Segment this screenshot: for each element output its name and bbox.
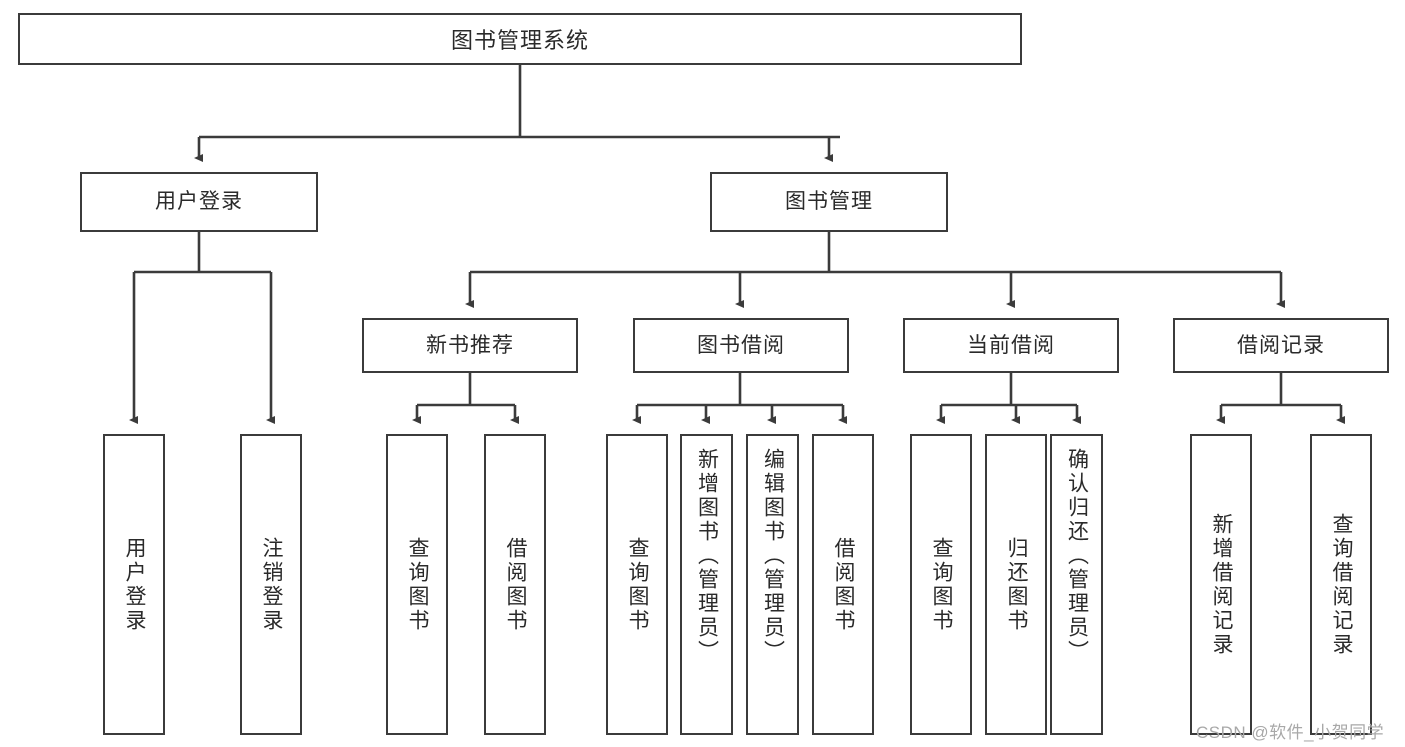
node-leaf-user-login-label: 用户登录: [123, 536, 147, 633]
node-borrow-record[interactable]: 借阅记录: [1173, 318, 1389, 373]
node-book-borrow-label: 图书借阅: [697, 333, 785, 357]
node-leaf-borrow-book[interactable]: 借阅图书: [812, 434, 874, 735]
node-leaf-user-login[interactable]: 用户登录: [103, 434, 165, 735]
node-leaf-confirm-return-admin[interactable]: 确认归还（管理员）: [1050, 434, 1103, 735]
node-leaf-add-book-admin-label: 新增图书（管理员）: [695, 448, 719, 664]
csdn-watermark: CSDN @软件_小贺同学: [1196, 723, 1385, 742]
node-root-system[interactable]: 图书管理系统: [18, 13, 1022, 65]
node-leaf-edit-book-admin-label: 编辑图书（管理员）: [761, 448, 785, 664]
node-leaf-borrow-book-label: 借阅图书: [832, 536, 856, 633]
node-leaf-return-book-label: 归还图书: [1005, 536, 1029, 633]
node-leaf-query-book-current-label: 查询图书: [930, 536, 954, 633]
node-book-borrow[interactable]: 图书借阅: [633, 318, 849, 373]
node-root-label: 图书管理系统: [450, 28, 589, 53]
node-leaf-return-book[interactable]: 归还图书: [985, 434, 1047, 735]
node-leaf-query-book-recommend-label: 查询图书: [406, 536, 430, 633]
node-borrow-record-label: 借阅记录: [1237, 333, 1325, 357]
node-leaf-borrow-book-recommend[interactable]: 借阅图书: [484, 434, 546, 735]
node-leaf-add-book-admin[interactable]: 新增图书（管理员）: [680, 434, 733, 735]
node-book-manage-label: 图书管理: [785, 190, 873, 214]
node-leaf-add-borrow-record[interactable]: 新增借阅记录: [1190, 434, 1252, 735]
node-leaf-edit-book-admin[interactable]: 编辑图书（管理员）: [746, 434, 799, 735]
node-current-borrow-label: 当前借阅: [967, 333, 1055, 357]
node-current-borrow[interactable]: 当前借阅: [903, 318, 1119, 373]
node-leaf-borrow-book-recommend-label: 借阅图书: [504, 536, 528, 633]
node-leaf-query-borrow-record-label: 查询借阅记录: [1330, 512, 1354, 657]
node-leaf-query-book-current[interactable]: 查询图书: [910, 434, 972, 735]
node-user-login-label: 用户登录: [155, 190, 243, 214]
node-book-manage[interactable]: 图书管理: [710, 172, 948, 232]
node-leaf-add-borrow-record-label: 新增借阅记录: [1210, 512, 1234, 657]
node-leaf-query-book-label: 查询图书: [626, 536, 650, 633]
node-user-login[interactable]: 用户登录: [80, 172, 318, 232]
node-leaf-query-book[interactable]: 查询图书: [606, 434, 668, 735]
node-leaf-logout[interactable]: 注销登录: [240, 434, 302, 735]
node-new-book-recommend-label: 新书推荐: [426, 333, 514, 357]
node-leaf-query-book-recommend[interactable]: 查询图书: [386, 434, 448, 735]
node-leaf-confirm-return-admin-label: 确认归还（管理员）: [1065, 448, 1089, 664]
node-new-book-recommend[interactable]: 新书推荐: [362, 318, 578, 373]
node-leaf-query-borrow-record[interactable]: 查询借阅记录: [1310, 434, 1372, 735]
node-leaf-logout-label: 注销登录: [260, 536, 284, 633]
